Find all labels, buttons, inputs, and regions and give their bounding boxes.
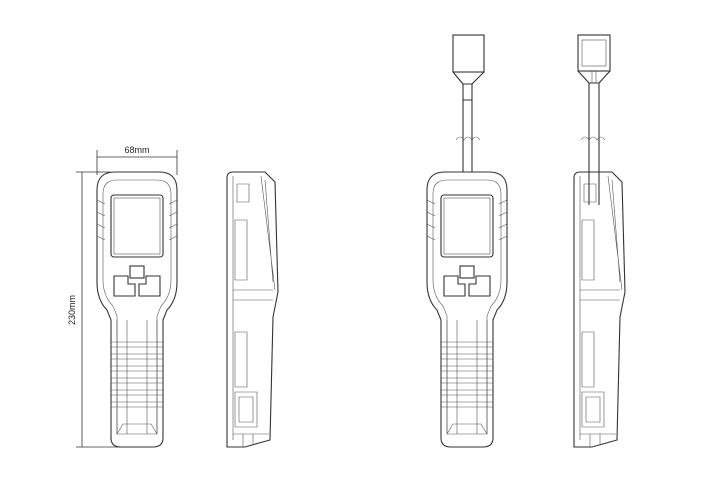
width-label: 68mm [124, 145, 149, 155]
front-view [96, 171, 178, 448]
height-dimension: 230mm [67, 171, 120, 448]
width-dimension: 68mm [96, 145, 178, 175]
probe-head [452, 34, 485, 172]
height-label: 230mm [67, 295, 77, 325]
side-view [226, 171, 279, 448]
probe-head-side [577, 34, 611, 205]
front-view-with-probe [426, 34, 508, 448]
side-view-with-probe [573, 34, 626, 448]
